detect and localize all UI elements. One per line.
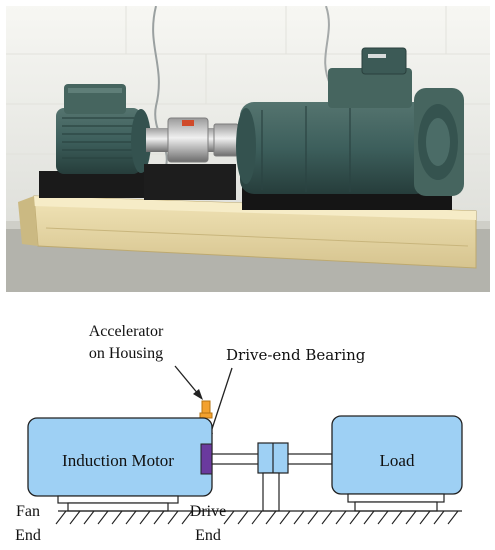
load-label: Load	[380, 451, 415, 470]
motor-foot	[57, 495, 179, 504]
ground-hatching	[55, 510, 459, 525]
fan-end-label-line2: End	[15, 527, 41, 544]
torque-transducer	[167, 117, 209, 163]
test-rig-illustration	[6, 6, 490, 292]
schematic-svg: Accelerator on Housing Drive-end Bearing…	[15, 323, 463, 544]
motor-foot-plate	[67, 502, 169, 512]
wall-cable-2	[324, 6, 332, 87]
drive-end-label-line1: Drive	[190, 503, 226, 520]
induction-motor-label: Induction Motor	[62, 451, 174, 470]
load-foot	[347, 493, 445, 503]
dynamometer-photo	[240, 102, 430, 194]
test-rig-photo	[6, 6, 490, 292]
coupling	[213, 123, 239, 157]
accelerator-arrow	[174, 365, 200, 396]
accelerator-arrowhead	[193, 389, 203, 400]
accelerator-label-line2: on Housing	[89, 345, 163, 362]
load-foot-plate	[354, 501, 438, 512]
bearing-arrow	[209, 367, 233, 436]
torque-sensor-mount	[144, 164, 236, 200]
encoder-housing	[361, 47, 407, 75]
test-rig-schematic: Accelerator on Housing Drive-end Bearing…	[0, 300, 495, 550]
coupling-support	[262, 472, 280, 512]
accelerator-label-line1: Accelerator	[89, 323, 164, 340]
fan-end-label-line1: Fan	[16, 503, 40, 520]
drive-end-bearing	[200, 443, 213, 475]
dyno-terminal-box	[328, 68, 412, 108]
drive-end-bearing-label: Drive-end Bearing	[226, 346, 366, 364]
drive-end-label-line2: End	[195, 527, 221, 544]
left-motor-mount	[39, 171, 144, 198]
